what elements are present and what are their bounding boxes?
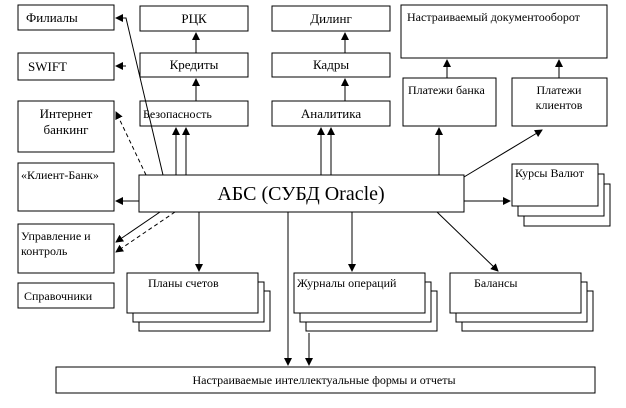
svg-text:контроль: контроль (21, 244, 68, 258)
svg-text:Интернет: Интернет (40, 106, 93, 121)
svg-text:Филиалы: Филиалы (26, 10, 78, 25)
svg-text:Управление и: Управление и (21, 229, 91, 243)
node-analytics: Аналитика (271, 100, 391, 127)
svg-text:Безопасность: Безопасность (143, 107, 212, 121)
svg-text:Балансы: Балансы (474, 276, 517, 290)
node-reports: Настраиваемые интеллектуальные формы и о… (55, 366, 596, 394)
node-management-control: Управление и контроль (17, 223, 115, 274)
edge-core-internet-banking (115, 111, 147, 176)
node-dealing: Дилинг (271, 5, 391, 32)
svg-text:SWIFT: SWIFT (28, 59, 67, 74)
svg-text:Платежи: Платежи (537, 83, 583, 97)
svg-text:Кадры: Кадры (313, 57, 349, 72)
node-bank-payments: Платежи банка (402, 77, 497, 127)
node-rck: РЦК (139, 5, 249, 32)
node-credits: Кредиты (139, 52, 249, 78)
svg-text:Аналитика: Аналитика (301, 106, 361, 121)
node-personnel: Кадры (271, 52, 391, 78)
node-operation-journals: Журналы операций (293, 272, 438, 332)
svg-text:Справочники: Справочники (24, 289, 93, 303)
svg-text:Платежи банка: Платежи банка (408, 83, 485, 97)
edge-core-client-payments (463, 129, 543, 178)
svg-text:Курсы Валют: Курсы Валют (515, 166, 585, 180)
node-document-workflow: Настраиваемый документооборот (400, 4, 608, 59)
node-filialy: Филиалы (17, 4, 115, 31)
node-security: Безопасность (139, 100, 249, 127)
svg-text:АБС (СУБД Oracle): АБС (СУБД Oracle) (217, 183, 384, 205)
svg-text:Дилинг: Дилинг (310, 11, 352, 26)
node-core-abs: АБС (СУБД Oracle) (138, 174, 465, 213)
svg-text:Настраиваемые интеллектуальные: Настраиваемые интеллектуальные формы и о… (192, 373, 455, 387)
edge-core-balances (436, 211, 499, 272)
svg-text:клиентов: клиентов (536, 98, 583, 112)
node-chart-of-accounts: Планы счетов (126, 272, 271, 332)
svg-text:Журналы операций: Журналы операций (297, 276, 397, 290)
edge-core-filialy (115, 14, 164, 176)
node-client-bank: «Клиент-Банк» (17, 162, 115, 212)
svg-text:банкинг: банкинг (44, 122, 89, 137)
node-currency-rates: Курсы Валют (511, 163, 611, 227)
node-client-payments: Платежи клиентов (511, 77, 608, 127)
edges (115, 14, 563, 366)
node-internet-banking: Интернет банкинг (17, 100, 115, 153)
node-reference-books: Справочники (17, 282, 115, 309)
svg-text:РЦК: РЦК (181, 11, 207, 26)
svg-text:«Клиент-Банк»: «Клиент-Банк» (21, 168, 99, 182)
edge-core-management-dashed (115, 211, 176, 253)
svg-text:Кредиты: Кредиты (170, 57, 219, 72)
svg-text:Настраиваемый документооборот: Настраиваемый документооборот (407, 10, 581, 24)
node-balances: Балансы (449, 272, 594, 332)
svg-text:Планы счетов: Планы счетов (148, 276, 219, 290)
edge-core-management (115, 211, 161, 243)
node-swift: SWIFT (17, 52, 115, 81)
